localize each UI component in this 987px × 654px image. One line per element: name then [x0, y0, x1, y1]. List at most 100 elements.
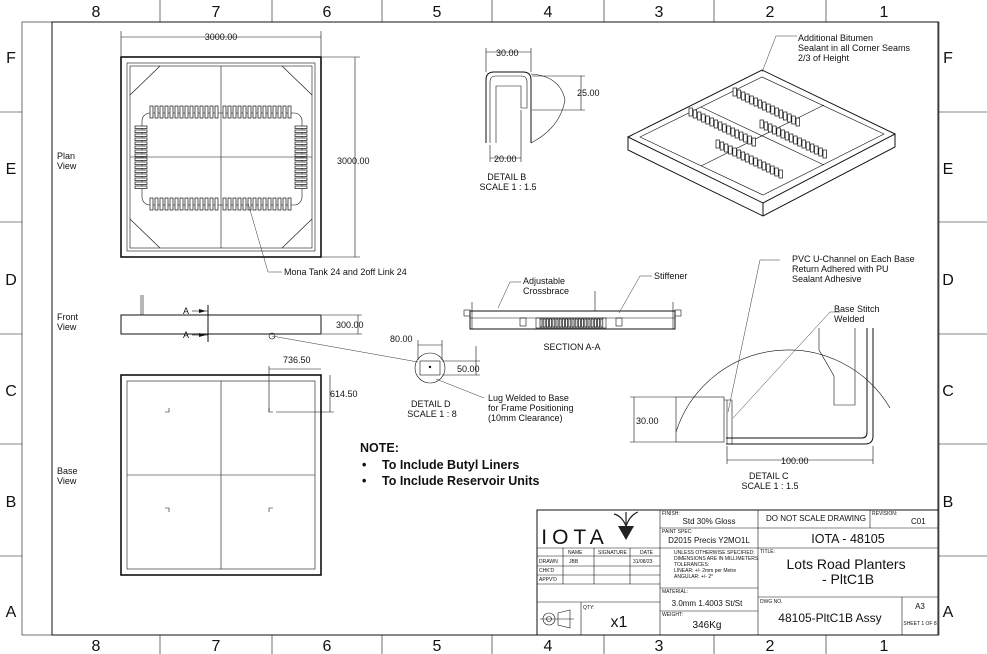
- tank-coil-segment: [740, 151, 746, 161]
- tank-coil-segment: [184, 197, 189, 211]
- paint-label: PAINT SPEC:: [662, 529, 693, 535]
- name-header: NAME: [568, 550, 583, 556]
- tank-coil-segment: [552, 318, 556, 328]
- tank-coil-segment: [749, 155, 754, 165]
- tank-coil-segment: [242, 197, 247, 211]
- dim-detail-b-width: 30.00: [496, 48, 519, 58]
- crossbrace-label-line1: Adjustable: [523, 276, 565, 286]
- zone-col-5: 5: [433, 4, 442, 21]
- tank-coil-segment: [184, 105, 189, 119]
- finish-label: FINISH:: [662, 511, 680, 517]
- base-view-label-line1: Base: [57, 466, 78, 476]
- detail-b-label-line2: SCALE 1 : 1.5: [479, 182, 536, 192]
- zone-labels-top: 8 7 6 5 4 3 2 1: [92, 4, 889, 21]
- tank-coil-segment: [776, 127, 781, 137]
- stiffener-leader: [618, 275, 652, 314]
- tank-coil-segment: [294, 153, 308, 157]
- tank-coil-segment: [801, 139, 806, 149]
- tank-coil-segment: [252, 197, 257, 211]
- section-aa-label: SECTION A-A: [543, 342, 600, 352]
- tank-coil-segment: [787, 113, 792, 123]
- bitumen-label-line1: Additional Bitumen: [798, 33, 873, 43]
- lug-label: Lug Welded to Base for Frame Positioning…: [488, 393, 576, 423]
- tank-coil-segment: [751, 137, 756, 147]
- tank-coil-segment: [753, 97, 758, 107]
- dim-detail-d-h: 50.00: [457, 364, 480, 374]
- zone-col-7: 7: [212, 4, 221, 21]
- tank-coil-segment: [287, 197, 292, 211]
- tank-coil-segment: [701, 113, 706, 123]
- crossbrace-label-line2: Crossbrace: [523, 286, 569, 296]
- base-dimensions: 736.50 614.50: [268, 355, 358, 413]
- zone-labels-bottom: 8 7 6 5 4 3 2 1: [92, 638, 889, 654]
- tolerances-line4: LINEAR: +/- 2mm per Metre: [674, 568, 736, 574]
- tank-coil-segment: [705, 115, 710, 125]
- tank-coil-segment: [719, 141, 725, 151]
- tank-coil-segment: [134, 145, 148, 149]
- qty-label: QTY:: [583, 605, 594, 611]
- dim-plan-width: 3000.00: [205, 32, 238, 42]
- drawn-name: JBB: [569, 559, 579, 565]
- material-value: 3.0mm 1.4003 St/St: [672, 599, 743, 608]
- drawn-label: DRAWN: [539, 559, 558, 565]
- tank-coil-segment: [584, 318, 588, 328]
- bitumen-label-line2: Sealant in all Corner Seams: [798, 43, 911, 53]
- note-item-2: To Include Reservoir Units: [382, 474, 539, 488]
- tank-coil-segment: [134, 181, 148, 185]
- tank-coil-segment: [294, 141, 308, 145]
- front-view-label: Front View: [57, 312, 81, 332]
- plan-view-label-line1: Plan: [57, 151, 75, 161]
- tank-coil-segment: [277, 105, 282, 119]
- tank-coil-segment: [272, 197, 277, 211]
- tank-coil-segment: [134, 185, 148, 189]
- tank-coil-segment: [282, 105, 287, 119]
- tolerances-line5: ANGULAR: +/- 2°: [674, 574, 713, 580]
- tank-coil-segment: [154, 197, 159, 211]
- bitumen-label: Additional Bitumen Sealant in all Corner…: [798, 33, 913, 63]
- front-view-label-line2: View: [57, 322, 77, 332]
- tank-coil-segment: [578, 318, 581, 328]
- zone-col-3: 3: [655, 4, 664, 21]
- tank-coil-segment: [745, 93, 750, 103]
- crossbrace-label: Adjustable Crossbrace: [523, 276, 569, 296]
- tank-coil-segment: [814, 145, 819, 155]
- tank-coil-segment: [204, 197, 209, 211]
- tank-coil-segment: [736, 89, 742, 99]
- zone-col-2-bottom: 2: [766, 638, 775, 654]
- plan-view-label: Plan View: [57, 151, 78, 171]
- tank-coil-segment: [134, 133, 148, 137]
- detail-b-label-line1: DETAIL B: [487, 172, 526, 182]
- tank-coil-segment: [774, 107, 779, 117]
- tank-coil-segment: [194, 105, 199, 119]
- tank-coil-segment: [542, 318, 546, 328]
- tank-coil-segment: [688, 107, 693, 117]
- tank-coil-segment: [770, 105, 775, 115]
- zone-col-1: 1: [880, 4, 889, 21]
- tank-coil-segment: [237, 197, 242, 211]
- detail-b-label: DETAIL B SCALE 1 : 1.5: [479, 172, 536, 192]
- zone-row-c-right: C: [942, 383, 954, 400]
- tank-coil-segment: [546, 318, 549, 328]
- tank-coil-segment: [539, 318, 543, 328]
- pvc-label-line3: Sealant Adhesive: [792, 274, 862, 284]
- tank-coil-segment: [571, 318, 575, 328]
- title-label: TITLE:: [760, 549, 775, 555]
- zone-col-5-bottom: 5: [433, 638, 442, 654]
- tank-coil-segment: [294, 177, 308, 181]
- tank-coil-segment: [739, 131, 744, 141]
- title-block: [536, 509, 939, 636]
- tank-coil-segment: [267, 105, 272, 119]
- section-marker-a-bottom: A: [183, 330, 189, 340]
- tank-coil-segment: [247, 197, 252, 211]
- tank-coil-segment: [709, 117, 714, 127]
- tank-coil-segment: [204, 105, 209, 119]
- tank-coil-segment: [134, 177, 148, 181]
- tank-coil-segment: [294, 145, 308, 149]
- tank-coil-segment: [726, 125, 731, 135]
- tank-coil-segment: [594, 318, 597, 328]
- zone-col-8-bottom: 8: [92, 638, 101, 654]
- tank-coil-segment: [294, 133, 308, 137]
- tank-coil-segment: [793, 135, 798, 145]
- tank-coil-segment: [159, 105, 164, 119]
- tank-coil-segment: [590, 318, 594, 328]
